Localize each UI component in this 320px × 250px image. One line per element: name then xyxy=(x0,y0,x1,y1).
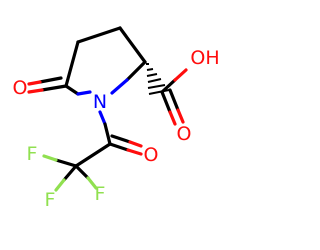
bond-cooh-o2-a xyxy=(160,90,172,114)
bond-c5-n-b xyxy=(76,90,92,96)
hash-5 xyxy=(147,84,166,89)
bond-c5-o1-c xyxy=(38,76,63,84)
hash-2 xyxy=(146,68,154,71)
bond-cf3-f2-b xyxy=(86,176,98,190)
bond-c3-c2 xyxy=(118,26,147,64)
bond-c4-c5 xyxy=(64,40,80,88)
bond-n-cacyl-b xyxy=(103,122,112,146)
bond-cf3-f1-a xyxy=(54,158,78,168)
carbonyl-bond-ring xyxy=(27,76,68,94)
bond-cooh-o2-c xyxy=(168,88,180,112)
atom-o2-label: O xyxy=(177,123,192,145)
bond-cf3-f3-a xyxy=(62,164,78,182)
bond-c4-c3 xyxy=(76,26,122,44)
bond-cacyl-cf3 xyxy=(74,142,112,168)
hash-4 xyxy=(147,78,162,83)
bond-cooh-oh-b xyxy=(173,68,188,82)
hash-3 xyxy=(146,73,158,77)
atom-f2-label: F xyxy=(95,183,106,205)
cf3-bonds xyxy=(42,154,98,192)
bond-cf3-f1-b xyxy=(42,154,58,162)
atom-labels: O N OH O O F F F xyxy=(13,47,220,211)
ring-bonds xyxy=(64,26,147,96)
bond-cooh-oh-a xyxy=(160,78,177,94)
bond-c5-o1-d xyxy=(27,80,42,86)
acyl-bonds xyxy=(74,110,143,168)
structure-diagram: O N OH O O F F F xyxy=(13,26,220,211)
bond-n-cacyl-a xyxy=(98,110,107,126)
bond-cacyl-o3-c xyxy=(110,134,132,144)
bond-c2-n-a xyxy=(125,60,147,82)
atom-oh-label: OH xyxy=(190,47,219,69)
bond-c2-n-b xyxy=(110,78,129,95)
bond-cooh-o2-d xyxy=(176,108,185,124)
bond-c5-n-a xyxy=(64,84,80,96)
bond-cacyl-o3-d xyxy=(128,140,143,148)
atom-o1-label: O xyxy=(13,77,28,99)
bond-cf3-f2-a xyxy=(74,164,90,180)
bond-c5-o1-a xyxy=(40,84,68,92)
atom-f1-label: F xyxy=(27,143,38,165)
bond-cacyl-o3-a xyxy=(108,142,130,152)
atom-f3-label: F xyxy=(45,189,56,211)
hash-6 xyxy=(148,89,170,95)
bond-cacyl-o3-b xyxy=(126,148,143,156)
carboxyl-bonds xyxy=(160,68,188,126)
bond-cf3-f3-b xyxy=(54,178,66,192)
atom-n-label: N xyxy=(93,91,107,113)
atom-o3-label: O xyxy=(144,144,159,166)
bond-c5-o1-b xyxy=(27,88,44,94)
bond-cooh-o2-b xyxy=(168,110,177,126)
